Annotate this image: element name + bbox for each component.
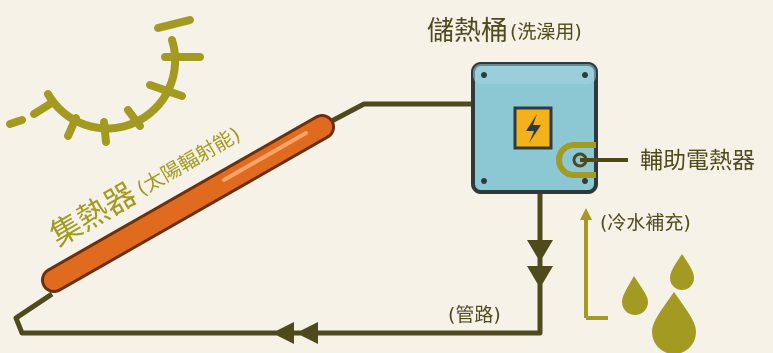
sun-ray [30,100,54,118]
sun-ray [154,16,194,32]
water-drop-icon [670,254,694,290]
flow-arrow-left [272,322,294,344]
storage-tank [471,62,598,194]
flow-arrow-down [527,240,553,262]
tank-label: 儲熱桶 [427,16,508,47]
sun-icon [6,16,204,146]
flow-arrow-down [527,266,553,288]
collector-tube [41,114,335,293]
heating-coil-icon [556,142,628,178]
cold-water-arrow [580,208,608,320]
heater-label: 輔助電熱器 [640,148,755,174]
tank-sublabel: (洗澡用) [510,21,582,43]
tank-bolt [481,178,487,184]
sun-ray [100,118,110,146]
cold-water-label: (冷水補充) [600,212,691,234]
water-drop-icon [622,276,648,315]
water-drop-icon [652,292,696,353]
water-drops [622,254,696,353]
flow-arrow-left [296,322,318,344]
collector-highlight [222,131,308,182]
sun-ray [6,116,26,128]
pipe-top [324,101,472,127]
tank-bolt [481,72,487,78]
sun-ray [64,114,80,140]
pipe-label: (管路) [448,304,501,326]
sun-ray [146,81,186,100]
flow-arrows [272,240,553,344]
tank-bolt [582,72,588,78]
sun-ray [124,106,144,130]
tank-bolt [582,178,588,184]
